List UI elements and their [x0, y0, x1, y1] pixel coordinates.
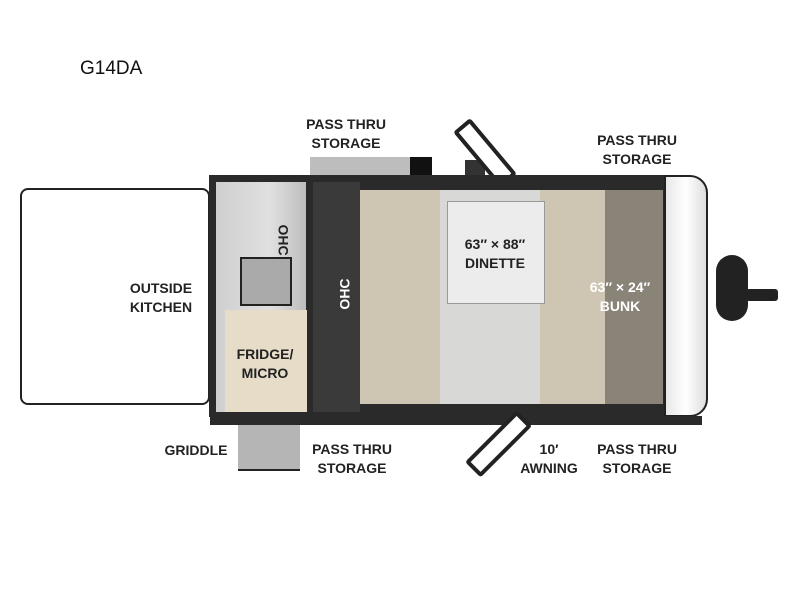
griddle — [238, 425, 300, 471]
label-line: PASS THRU — [306, 116, 386, 132]
ohc-zone — [313, 182, 360, 412]
label-line: BUNK — [599, 298, 641, 314]
rear-bench — [360, 190, 440, 404]
front-cap — [664, 175, 708, 417]
dinette-label: 63″ × 88″ DINETTE — [465, 235, 526, 273]
label-line: PASS THRU — [597, 132, 677, 148]
sink — [240, 257, 292, 306]
outside-kitchen-label: OUTSIDE KITCHEN — [130, 279, 192, 317]
ohc-kitchen-label: OHC — [275, 224, 292, 256]
label-line: 63″ × 24″ — [589, 279, 651, 295]
label-line: PASS THRU — [597, 441, 677, 457]
label-line: FRIDGE/ — [236, 346, 294, 362]
front-bench — [540, 190, 605, 404]
griddle-label: GRIDDLE — [164, 442, 228, 458]
label-line: DINETTE — [465, 255, 525, 271]
bottom-rail — [210, 416, 702, 425]
ohc-main-label: OHC — [336, 278, 353, 310]
label-line: MICRO — [241, 365, 289, 381]
label-line: KITCHEN — [129, 299, 193, 315]
dinette-table — [447, 201, 545, 304]
top-storage-box-end — [410, 157, 432, 177]
label-line: 10′ — [539, 441, 559, 457]
bottom-storage-right-label: PASS THRU STORAGE — [597, 440, 677, 478]
tongue-jack — [716, 255, 748, 321]
label-line: STORAGE — [602, 460, 672, 476]
bottom-storage-left-label: PASS THRU STORAGE — [312, 440, 392, 478]
bunk — [605, 190, 663, 404]
label-line: OUTSIDE — [129, 280, 193, 296]
label-line: PASS THRU — [312, 441, 392, 457]
top-storage-left-label: PASS THRU STORAGE — [306, 115, 386, 153]
top-storage-right-label: PASS THRU STORAGE — [597, 131, 677, 169]
awning-label: 10′ AWNING — [520, 440, 578, 478]
label-line: STORAGE — [317, 460, 387, 476]
bunk-label: 63″ × 24″ BUNK — [590, 278, 651, 316]
fridge-micro — [225, 310, 307, 412]
label-line: AWNING — [520, 460, 578, 476]
label-line: STORAGE — [311, 135, 381, 151]
fridge-label: FRIDGE/MICRO — [237, 345, 294, 383]
label-line: 63″ × 88″ — [464, 236, 526, 252]
top-storage-box — [310, 157, 410, 177]
label-line: STORAGE — [602, 151, 672, 167]
hitch — [746, 289, 778, 301]
model-title: G14DA — [80, 58, 143, 79]
